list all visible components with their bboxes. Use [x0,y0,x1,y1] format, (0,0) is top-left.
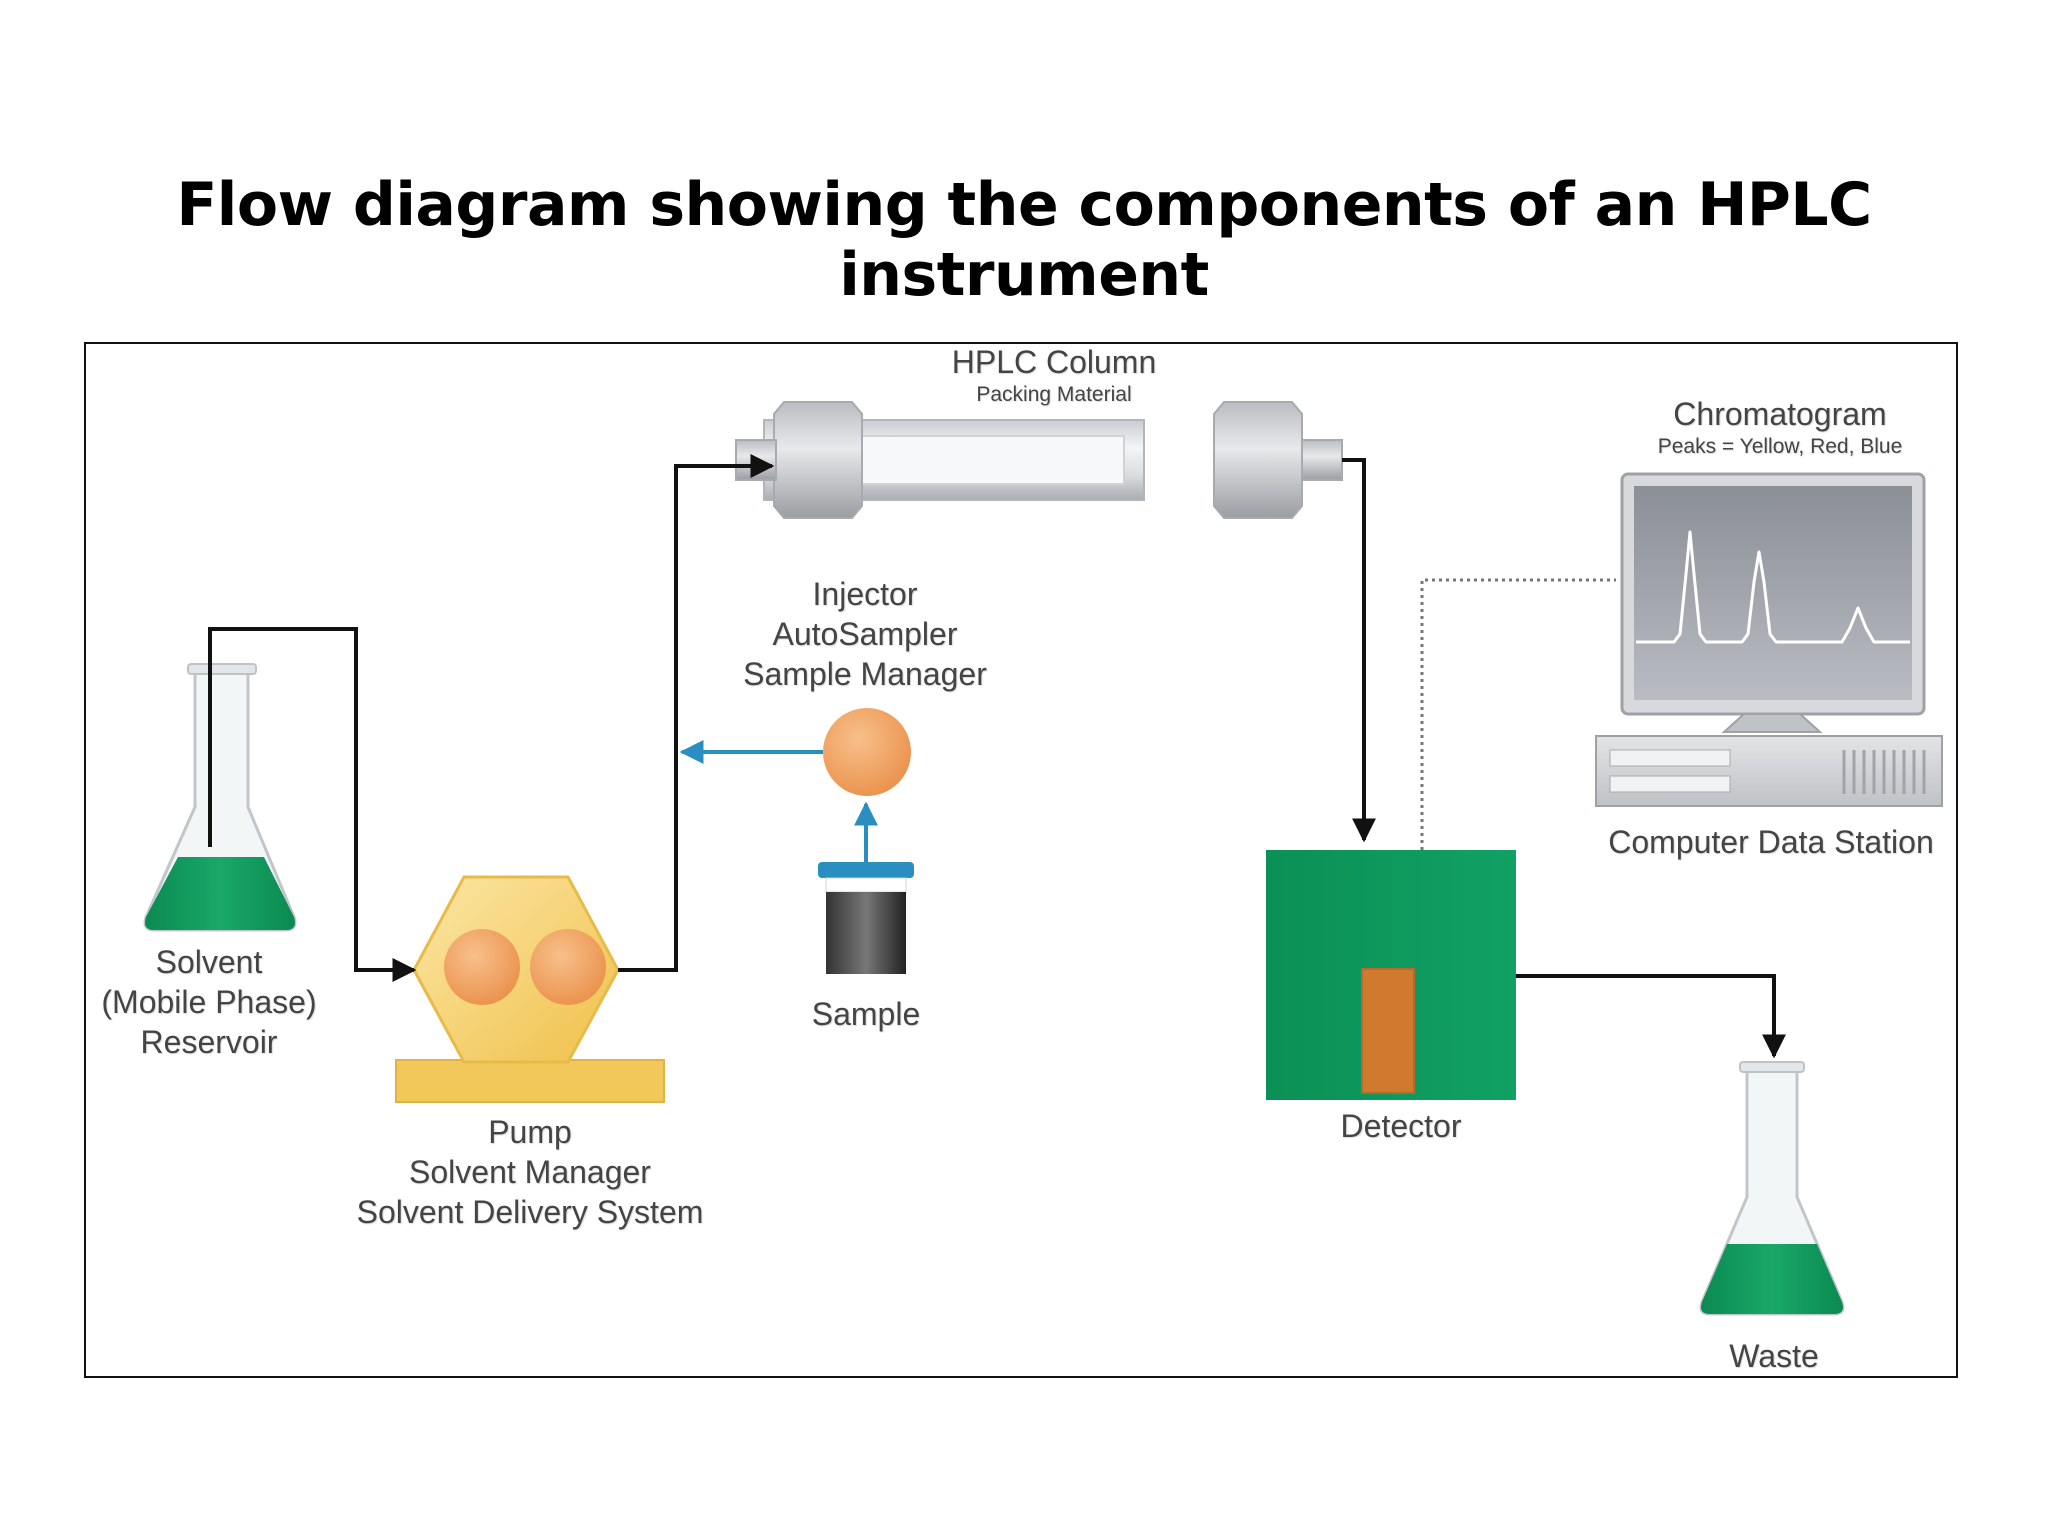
pump-line-3: Solvent Delivery System [356,1194,704,1230]
column-label: HPLC Column Packing Material [884,342,1224,408]
pump-line-1: Pump [488,1114,572,1150]
chromatogram-title: Chromatogram [1673,396,1887,432]
pump-label: Pump Solvent Manager Solvent Delivery Sy… [330,1112,730,1232]
chromatogram-label: Chromatogram Peaks = Yellow, Red, Blue [1600,394,1960,460]
slide-title: Flow diagram showing the components of a… [176,170,1872,310]
injector-icon [823,708,911,796]
chromatogram-subtitle: Peaks = Yellow, Red, Blue [1657,435,1903,458]
injector-line-1: Injector [812,576,918,612]
computer-icon [1595,472,1943,807]
column-icon [735,401,1343,519]
sample-label: Sample [811,996,921,1032]
solvent-line-2: (Mobile Phase) [101,984,317,1020]
waste-flask-icon [1699,1061,1845,1316]
flow-column-to-detector [1342,458,1376,843]
waste-label: Waste [1729,1338,1819,1374]
injector-label: Injector AutoSampler Sample Manager [700,574,1030,694]
detector-icon [1266,850,1516,1100]
pump-line-2: Solvent Manager [409,1154,651,1190]
solvent-label: Solvent (Mobile Phase) Reservoir [84,942,334,1062]
signal-detector-to-computer [1420,578,1616,850]
solvent-flask-icon [143,663,297,932]
sample-vial-icon [818,862,914,974]
flow-lines [208,454,1786,1059]
flow-detector-to-waste [1516,974,1786,1059]
injector-line-3: Sample Manager [743,656,987,692]
detector-label: Detector [1340,1108,1462,1144]
chromatogram-trace [1636,530,1910,644]
hplc-diagram [143,401,1943,1316]
solvent-line-3: Reservoir [140,1024,278,1060]
column-title: HPLC Column [951,344,1157,380]
computer-label: Computer Data Station [1608,824,1934,860]
solvent-line-1: Solvent [155,944,263,980]
flow-pump-to-column [618,454,775,972]
pump-icon [395,875,665,1103]
column-subtitle: Packing Material [976,383,1132,406]
flow-reservoir-to-pump [208,627,417,982]
injector-line-2: AutoSampler [772,616,958,652]
